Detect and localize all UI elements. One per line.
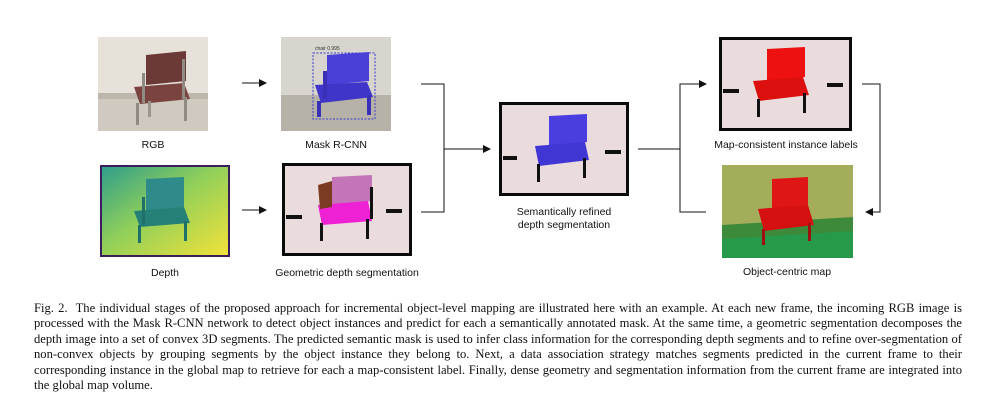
label-mask-rcnn: Mask R-CNN: [305, 139, 367, 151]
label-refined-line2: depth segmentation: [517, 219, 611, 231]
label-depth: Depth: [150, 267, 180, 279]
connector-map-return: [679, 149, 706, 213]
label-object-centric-map: Object-centric map: [742, 266, 832, 278]
label-map-consistent: Map-consistent instance labels: [714, 139, 858, 151]
object-centric-map-image: [722, 165, 853, 258]
mask-rcnn-image: chair 0.995: [281, 37, 391, 131]
label-geometric-segmentation: Geometric depth segmentation: [275, 267, 419, 279]
detection-tag: chair 0.995: [315, 46, 340, 52]
label-rgb: RGB: [141, 139, 165, 151]
caption-text: The individual stages of the proposed ap…: [34, 301, 963, 393]
depth-image: [100, 165, 230, 257]
geometric-segmentation-image: [282, 163, 412, 256]
figure-number: Fig. 2.: [34, 301, 68, 315]
refined-segmentation-image: [499, 102, 629, 196]
label-refined-line1: Semantically refined: [516, 206, 612, 218]
rgb-image: [98, 37, 208, 131]
figure: chair 0.995: [98, 37, 881, 279]
arrow-labels-to-map: [862, 83, 881, 216]
arrow-to-map-labels: [679, 80, 707, 149]
flow-connectors: [242, 79, 881, 216]
map-consistent-labels-image: [719, 37, 852, 131]
figure-caption: Fig. 2.The individual stages of the prop…: [34, 301, 962, 393]
connector-mask-branch: [421, 83, 445, 149]
connector-geometric-branch: [421, 149, 445, 213]
